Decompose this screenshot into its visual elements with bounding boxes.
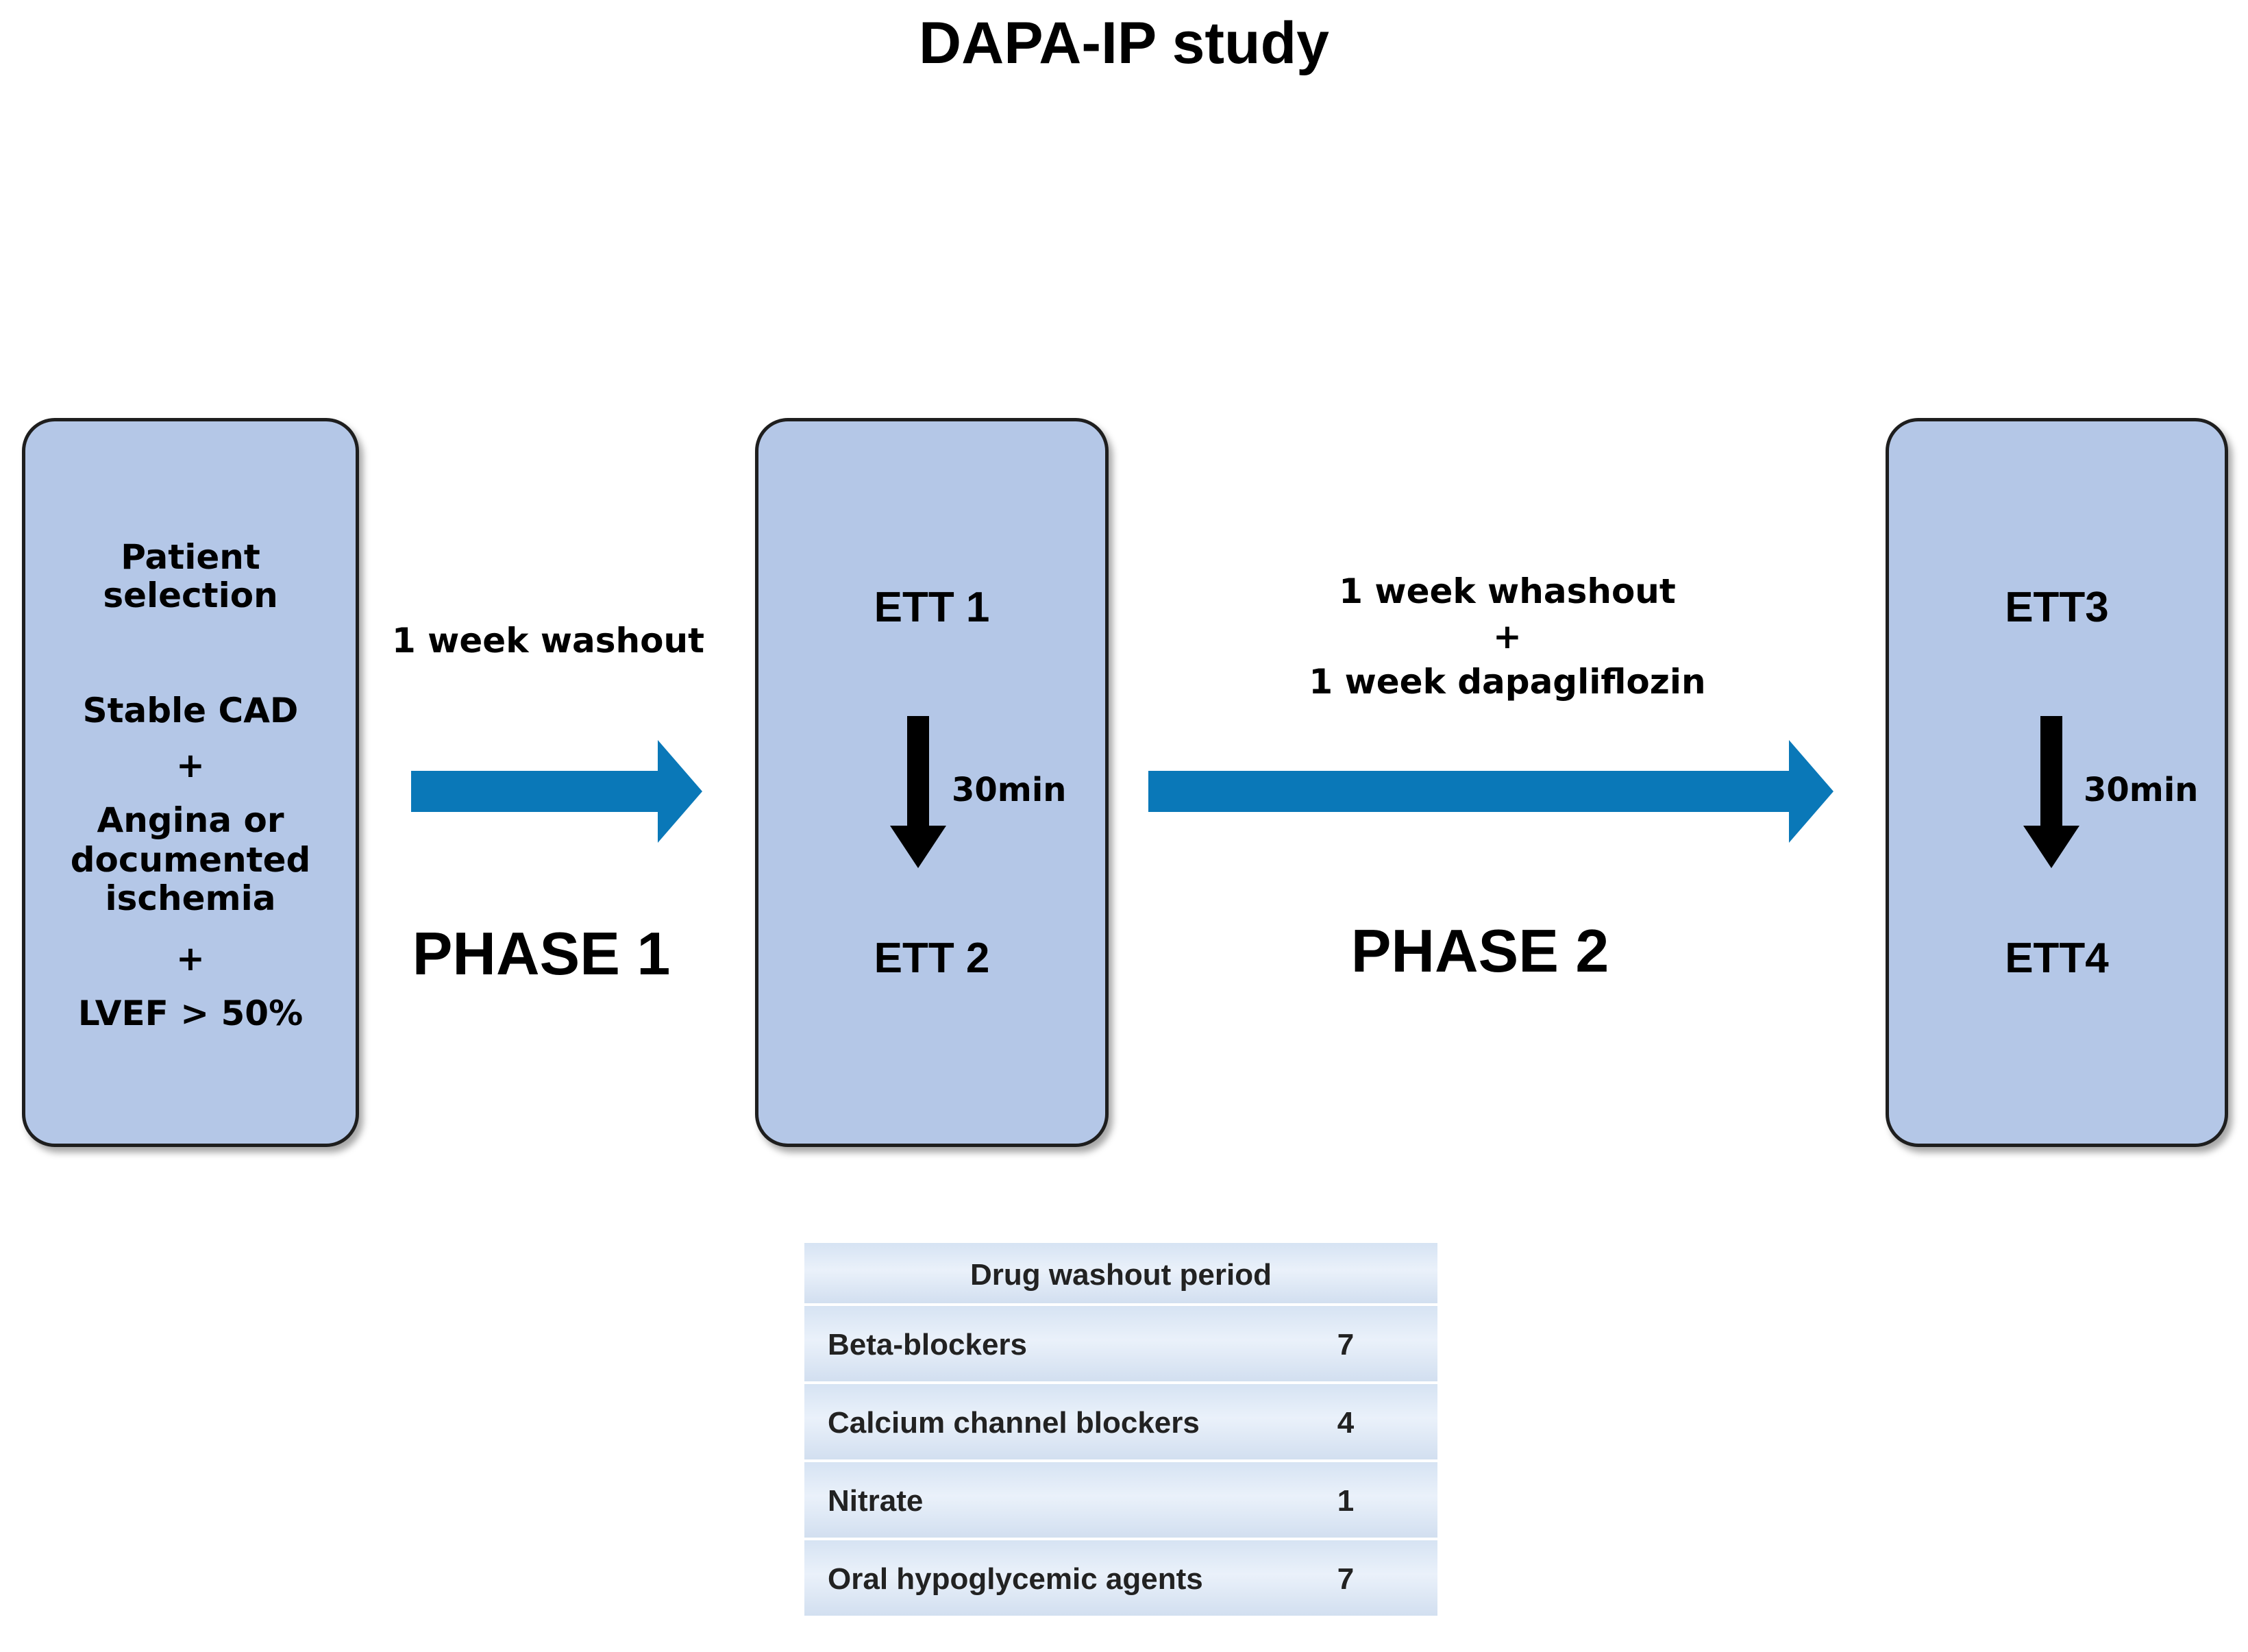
ett4-label: ETT4 [2005,935,2109,982]
drug-name: Oral hypoglycemic agents [828,1562,1203,1596]
down-arrow-icon [890,716,946,868]
down-arrow-icon [2023,716,2079,868]
drug-name: Beta-blockers [828,1328,1028,1361]
table-row: Oral hypoglycemic agents 7 [804,1540,1437,1618]
washout-days: 7 [1337,1328,1355,1361]
phase2-interval-line3: 1 week dapagliflozin [1309,662,1706,702]
phase1-interval-between: 30min [952,771,1067,809]
phase1-label: PHASE 1 [412,920,671,987]
washout-days: 7 [1337,1562,1355,1596]
drug-name: Nitrate [828,1484,924,1518]
phase2-interval-line2: + [1493,617,1522,656]
phase2-interval-between: 30min [2084,771,2199,809]
phase1-arrow [411,740,702,843]
phase2-label: PHASE 2 [1350,917,1609,985]
patient-selection-box: Patient selection Stable CAD + Angina or… [22,418,359,1147]
selection-heading-line2: selection [103,576,278,615]
phase2-interval-line1: 1 week whashout [1339,571,1676,611]
criterion-plus-1: + [176,745,205,785]
criterion-stable-cad: Stable CAD [82,691,299,730]
ett3-label: ETT3 [2005,584,2109,631]
phase2-arrow [1148,740,1833,843]
washout-days: 1 [1337,1484,1355,1518]
selection-heading-line1: Patient [121,537,260,577]
criterion-angina-line3: ischemia [105,878,276,918]
phase1-interval-label: 1 week washout [391,621,704,661]
diagram-title: DAPA-IP study [919,10,1329,76]
table-row: Beta-blockers 7 [804,1306,1437,1384]
drug-washout-table: Drug washout period Beta-blockers 7 Calc… [804,1243,1437,1618]
criterion-lvef: LVEF > 50% [77,994,304,1033]
drug-name: Calcium channel blockers [828,1406,1200,1440]
phase2-test-box: ETT3 30min ETT4 [1886,418,2228,1147]
criterion-angina-line2: documented [70,840,311,880]
ett1-label: ETT 1 [874,584,990,631]
table-header-row: Drug washout period [804,1243,1437,1306]
washout-days: 4 [1337,1406,1355,1440]
ett2-label: ETT 2 [874,935,990,982]
criterion-plus-2: + [176,939,205,978]
phase1-test-box: ETT 1 30min ETT 2 [755,418,1109,1147]
table-row: Calcium channel blockers 4 [804,1384,1437,1462]
table-row: Nitrate 1 [804,1462,1437,1540]
criterion-angina-line1: Angina or [97,800,284,840]
table-header: Drug washout period [970,1258,1272,1292]
